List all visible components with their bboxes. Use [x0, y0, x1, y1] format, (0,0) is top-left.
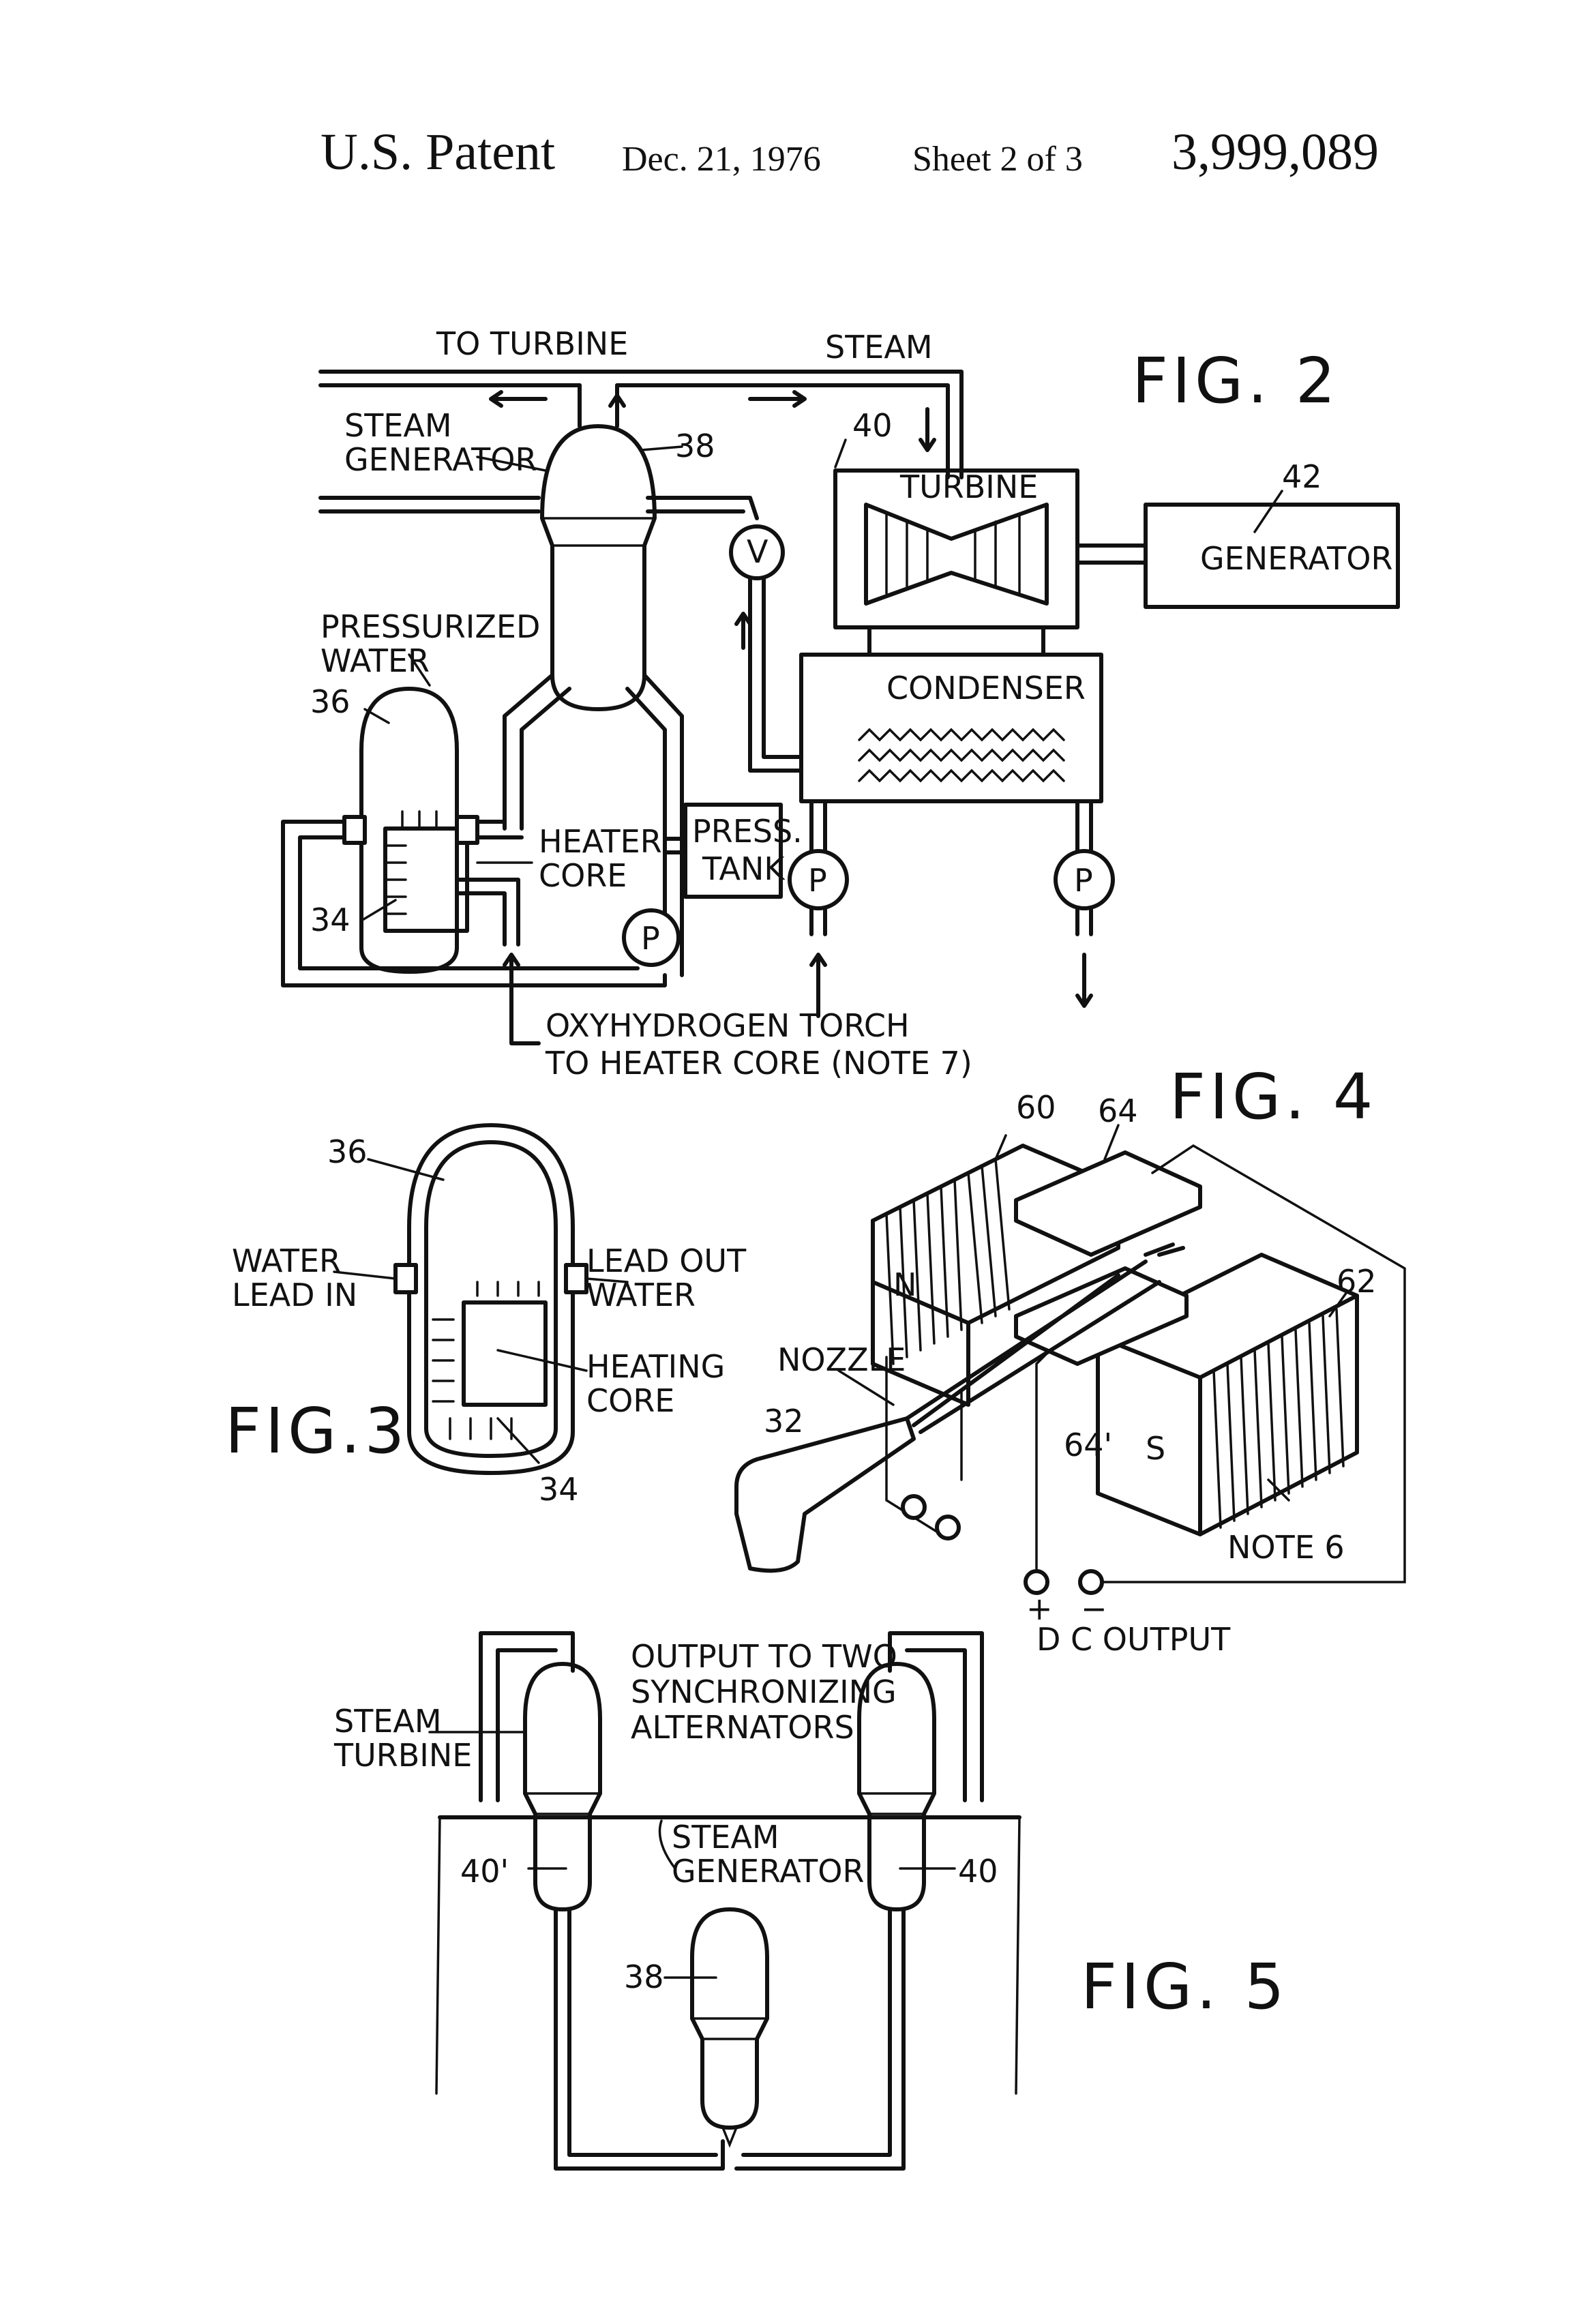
label-press-tank-1: PRESS. [692, 813, 803, 850]
arrow-right [750, 392, 805, 406]
label-34: 34 [539, 1471, 579, 1508]
pump-outlets [811, 908, 1091, 934]
fig2: TO TURBINE STEAM STEAM GENERATOR 38 40 T… [283, 325, 1398, 1082]
arrow-down-pump [1077, 955, 1091, 1006]
label-note-6: NOTE 6 [1227, 1529, 1345, 1566]
label-press-tank-2: TANK [702, 850, 786, 887]
label-output-1: OUTPUT TO TWO [631, 1638, 897, 1675]
label-heating-core-2: CORE [586, 1382, 674, 1419]
label-42: 42 [1282, 458, 1322, 495]
label-note-2: TO HEATER CORE (NOTE 7) [545, 1045, 972, 1082]
label-32: 32 [764, 1403, 804, 1440]
label-output-3: ALTERNATORS [631, 1709, 854, 1746]
label-to-turbine: TO TURBINE [436, 325, 628, 362]
arrow-left [491, 392, 546, 406]
steam-generator-vessel [542, 426, 655, 709]
output-wire-bottom [1036, 1350, 1050, 1568]
condenser-legs [811, 801, 1091, 852]
label-36: 36 [310, 683, 350, 720]
label-steam-generator-1: STEAM [672, 1819, 779, 1856]
label-heater-core-1: HEATER [539, 823, 662, 860]
condensate-return-pipe [750, 578, 801, 771]
fig3: 36 WATER LEAD IN LEAD OUT WATER HEATING … [225, 1125, 747, 1508]
label-condenser: CONDENSER [886, 670, 1086, 706]
label-pressurized-2: WATER [320, 642, 430, 679]
label-62: 62 [1337, 1263, 1377, 1300]
terminal-1 [903, 1496, 925, 1518]
turbine-left [525, 1664, 600, 1909]
steam-generator-seams [542, 518, 655, 546]
label-pump-3: P [1074, 862, 1093, 899]
electrode-64 [1016, 1152, 1200, 1255]
fig4: 60 64 62 64' 32 NOZZLE N S NOTE 6 + − D … [736, 1060, 1405, 1658]
label-steam: STEAM [825, 329, 933, 366]
vessel-inner [426, 1142, 556, 1456]
condenser-coil-2 [859, 750, 1064, 760]
label-pole-n: N [893, 1266, 916, 1303]
flange-right [457, 817, 477, 843]
label-steam-generator-2: GENERATOR [672, 1853, 864, 1890]
arrow-up [610, 396, 624, 423]
return-pipe [320, 498, 757, 518]
label-34: 34 [310, 902, 350, 938]
label-60: 60 [1016, 1089, 1056, 1126]
label-generator: GENERATOR [1200, 540, 1392, 577]
fig5: OUTPUT TO TWO SYNCHRONIZING ALTERNATORS … [333, 1633, 1288, 2169]
fig4-label: FIG. 4 [1169, 1060, 1377, 1133]
label-pump-2: P [808, 862, 827, 899]
label-64p: 64' [1064, 1427, 1112, 1463]
label-pump-1: P [641, 920, 660, 957]
label-steam-turbine-1: STEAM [334, 1703, 442, 1740]
label-lead-out-1: LEAD OUT [586, 1242, 747, 1279]
core-to-generator-pipe [477, 822, 522, 837]
fig5-label: FIG. 5 [1081, 1950, 1288, 2023]
heating-core [464, 1302, 546, 1405]
flange-left [344, 817, 365, 843]
condenser-coil-3 [859, 771, 1064, 781]
label-pole-s: S [1146, 1430, 1165, 1467]
label-turbine: TURBINE [899, 468, 1038, 505]
label-38: 38 [624, 1958, 664, 1995]
label-40p: 40' [460, 1853, 509, 1890]
pipe-left [556, 1909, 723, 2169]
terminal-2 [937, 1517, 959, 1538]
pipe-right [736, 1909, 904, 2169]
label-40: 40 [958, 1853, 998, 1890]
label-note-1: OXYHYDROGEN TORCH [546, 1007, 910, 1044]
label-water-lead-in-1: WATER [232, 1242, 341, 1279]
label-steam-generator-1: STEAM [344, 407, 452, 444]
jet-arrows [1146, 1245, 1183, 1255]
label-heater-core-2: CORE [539, 857, 627, 894]
label-steam-generator-2: GENERATOR [344, 441, 537, 478]
arrow-down-turbine [921, 409, 934, 450]
fig3-label: FIG.3 [225, 1395, 408, 1468]
turbine-to-condenser [869, 627, 1043, 655]
magnet-n-laminations [886, 1159, 1009, 1364]
label-steam-turbine-2: TURBINE [333, 1737, 472, 1774]
turbine-blades [886, 515, 1019, 593]
outlet-flange [566, 1265, 586, 1292]
label-40: 40 [852, 407, 893, 444]
label-dc-output: D C OUTPUT [1036, 1621, 1231, 1658]
label-38: 38 [675, 428, 715, 464]
core-ticks [433, 1282, 539, 1439]
label-pressurized-1: PRESSURIZED [320, 608, 540, 645]
label-nozzle: NOZZLE [777, 1341, 906, 1378]
fig2-label: FIG. 2 [1132, 344, 1339, 417]
condenser-coil-1 [859, 730, 1064, 740]
turbine-right-seams [859, 1793, 934, 1814]
turbine-shaft [1077, 546, 1146, 563]
label-lead-out-2: WATER [586, 1277, 696, 1313]
label-36: 36 [327, 1133, 368, 1170]
inlet-flange [395, 1265, 416, 1292]
turbine-left-seams [525, 1793, 600, 1814]
label-output-2: SYNCHRONIZING [631, 1673, 897, 1710]
label-64: 64 [1098, 1092, 1138, 1129]
label-valve: V [747, 533, 768, 570]
label-heating-core-1: HEATING [586, 1348, 725, 1385]
label-water-lead-in-2: LEAD IN [232, 1277, 357, 1313]
